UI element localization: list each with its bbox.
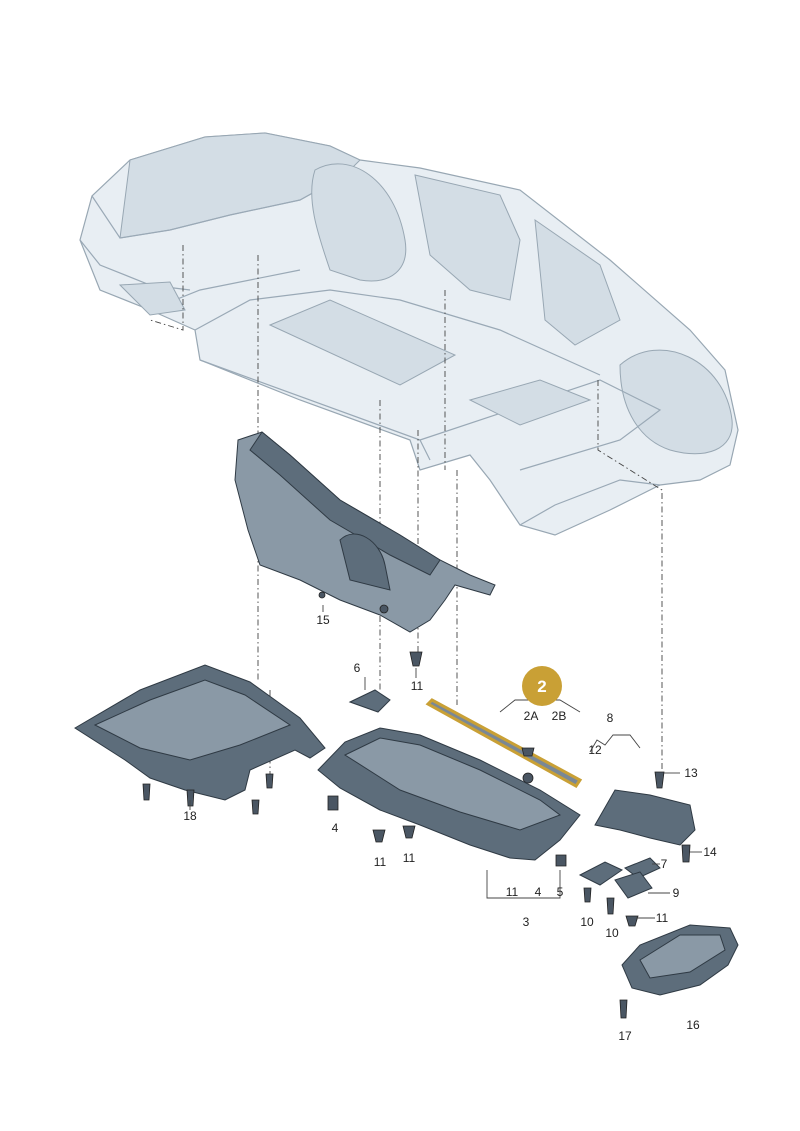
callout-11-top: 11 [411,679,424,693]
callout-10-left: 10 [580,915,594,929]
nut-part-2b [522,772,534,784]
callout-11-bottom: 11 [506,885,519,899]
callout-13: 13 [684,766,698,780]
engine-undertray-part-16 [619,924,739,1019]
callout-18: 18 [183,809,197,823]
highlight-badge-label: 2 [537,677,546,696]
callout-4-bottom: 4 [535,885,542,899]
callout-6: 6 [354,661,361,675]
callout-9: 9 [673,886,680,900]
callout-2a: 2A [524,709,539,723]
callout-labels: 15 6 11 2A 2B 8 12 13 18 4 11 11 14 7 11… [183,613,717,1043]
callout-8: 8 [607,711,614,725]
highlight-badge: 2 [522,666,562,706]
heat-shield-part-15 [234,431,496,633]
underbody-panel-part-18 [74,664,326,801]
bracket-part-6 [348,689,391,713]
callout-4: 4 [332,821,339,835]
callout-17: 17 [618,1029,632,1043]
car-body-outline [79,132,739,536]
screws-part-18 [142,773,274,815]
callout-11-left: 11 [374,855,387,869]
callout-11-far: 11 [656,911,669,925]
clips-under-panel-3 [327,795,567,867]
callout-10-right: 10 [605,926,619,940]
brackets-part-7-9 [578,857,661,927]
callout-11-right: 11 [403,851,416,865]
bracket-part-12-assembly [594,771,696,863]
callout-15: 15 [316,613,330,627]
underbody-panel-part-3 [317,727,581,861]
callout-5: 5 [557,885,564,899]
callout-14: 14 [703,845,717,859]
reinforcement-strip-part-2 [425,698,583,788]
callout-2b: 2B [552,709,567,723]
callout-3: 3 [523,915,530,929]
clip-part-11-top [409,651,423,667]
nut-part-2a [521,747,535,757]
callout-12: 12 [588,743,602,757]
callout-16: 16 [686,1018,700,1032]
callout-7: 7 [661,857,668,871]
